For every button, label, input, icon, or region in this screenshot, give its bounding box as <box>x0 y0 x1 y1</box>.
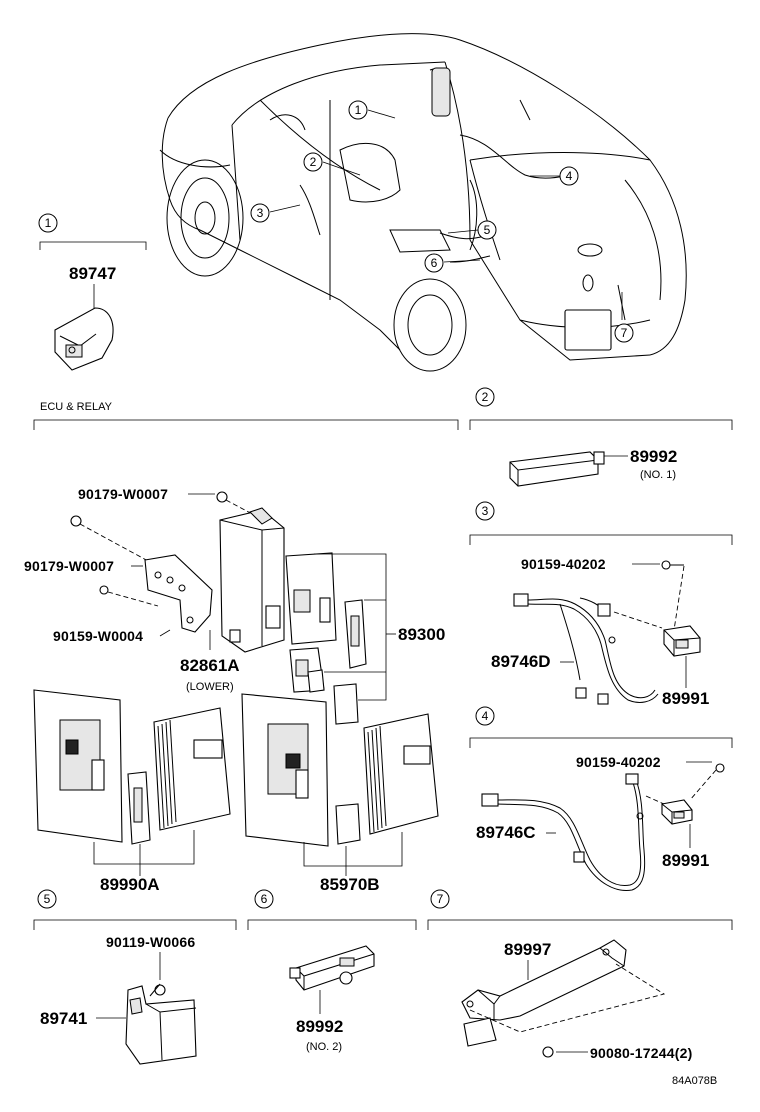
section-6: 6 89992 (NO. 2) <box>247 889 417 1053</box>
part-89992-no1: 89992 <box>630 447 677 466</box>
ecu-module <box>219 507 285 653</box>
manual-set-85970B <box>241 693 439 847</box>
vehicle-illustration <box>159 33 687 372</box>
part-90179-W0007-b: 90179-W0007 <box>24 558 114 574</box>
svg-text:4: 4 <box>566 169 573 183</box>
callout-1 <box>38 213 58 233</box>
part-89991-a: 89991 <box>662 689 709 708</box>
part-89300: 89300 <box>398 625 445 644</box>
section-7: 7 89997 90080-17244(2) <box>427 889 733 1061</box>
part-90159-W0004: 90159-W0004 <box>53 628 143 644</box>
diagram-code: 84A078B <box>672 1075 717 1087</box>
harness-89746D <box>513 593 659 705</box>
callout-6-car: 6 <box>424 253 444 273</box>
caption-no1: (NO. 1) <box>640 469 676 481</box>
controller-89741 <box>125 985 197 1065</box>
part-89747: 89747 <box>69 264 116 283</box>
harness-89746C <box>481 773 646 891</box>
part-89991-b: 89991 <box>662 851 709 870</box>
svg-text:3: 3 <box>482 504 489 518</box>
svg-text:5: 5 <box>484 223 491 237</box>
section-3: 3 90159-40202 89746D 89991 <box>469 501 733 708</box>
handle-89997 <box>461 939 627 1047</box>
section-4: 4 90159-40202 89746C 89991 <box>469 706 733 891</box>
caption-no2: (NO. 2) <box>306 1041 342 1053</box>
manual-set-89990A <box>33 689 231 845</box>
part-90080-17244: 90080-17244(2) <box>590 1045 692 1061</box>
bracket-82861A <box>144 554 213 633</box>
svg-text:7: 7 <box>437 892 444 906</box>
part-89990A: 89990A <box>100 875 160 894</box>
part-85970B: 85970B <box>320 875 380 894</box>
antenna-89992-no2 <box>289 945 375 991</box>
callout-2-car: 2 <box>303 152 323 172</box>
callout-4-car: 4 <box>559 166 579 186</box>
sensor-89991-a <box>663 625 701 657</box>
section-title-ecu-relay: ECU & RELAY <box>40 401 113 413</box>
callout-5-car: 5 <box>477 220 497 240</box>
part-89992-no2: 89992 <box>296 1017 343 1036</box>
part-89997: 89997 <box>504 940 551 959</box>
sensor-89991-b <box>661 799 693 825</box>
part-89746C: 89746C <box>476 823 536 842</box>
svg-text:5: 5 <box>44 892 51 906</box>
svg-text:4: 4 <box>482 709 489 723</box>
callout-1-car: 1 <box>348 100 368 120</box>
callout-7-car: 7 <box>614 323 634 343</box>
svg-text:1: 1 <box>45 216 52 230</box>
part-89746D: 89746D <box>491 652 551 671</box>
svg-text:6: 6 <box>261 892 268 906</box>
part-90119-W0066: 90119-W0066 <box>106 934 195 950</box>
section-1: 1 89747 <box>38 213 147 371</box>
section-ecu-relay: ECU & RELAY 90179-W0007 90179-W0007 9015… <box>24 401 459 894</box>
svg-text:6: 6 <box>431 256 438 270</box>
svg-text:2: 2 <box>310 155 317 169</box>
section-5: 5 90119-W0066 89741 <box>33 889 237 1065</box>
svg-text:2: 2 <box>482 390 489 404</box>
svg-text:1: 1 <box>355 103 362 117</box>
caption-lower: (LOWER) <box>186 681 234 693</box>
sensor-89747 <box>54 307 114 371</box>
antenna-89992-no1 <box>509 451 605 487</box>
part-82861A: 82861A <box>180 656 240 675</box>
svg-text:7: 7 <box>621 326 628 340</box>
part-90159-40202-b: 90159-40202 <box>576 754 661 770</box>
key-card-group-89300 <box>285 552 367 725</box>
callout-3-car: 3 <box>250 203 270 223</box>
section-2: 2 89992 (NO. 1) <box>469 387 733 487</box>
svg-text:3: 3 <box>257 206 264 220</box>
part-90159-40202-a: 90159-40202 <box>521 556 606 572</box>
part-90179-W0007-a: 90179-W0007 <box>78 486 168 502</box>
part-89741: 89741 <box>40 1009 87 1028</box>
